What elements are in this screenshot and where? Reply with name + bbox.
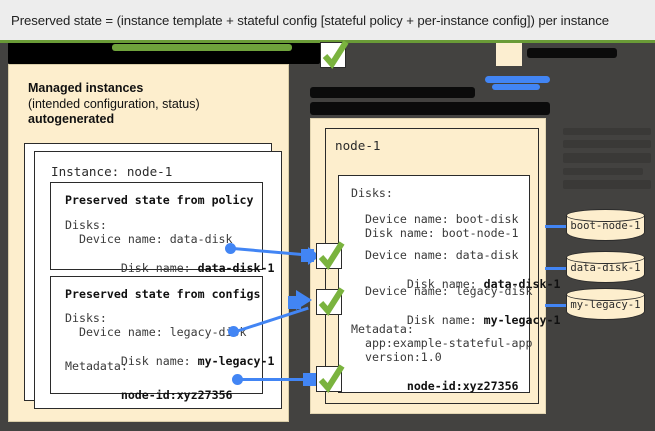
legacy-device-name: Device name: legacy-disk [351,284,533,298]
check-box-node-id [316,364,345,393]
disk-connector-data [545,267,573,270]
metadata-node-id: node-id:xyz27356 [351,364,519,408]
connector-dot-3 [232,374,243,385]
data-disk-name: Disk name: data-disk-1 [351,262,561,306]
legacy-disk-name-prefix: Disk name: [392,312,484,327]
redacted-bar-mid-2 [310,102,550,115]
data-disk-name-value: data-disk-1 [483,276,561,291]
managed-instances-title-line2: (intended configuration, status) [28,96,200,111]
blurred-blue-mark-2 [492,84,540,90]
disk-top [566,288,645,301]
connector-dot-2 [228,326,239,337]
preserved-state-policy-box: Preserved state from policy Disks: Devic… [50,182,274,275]
configs-box-metadata-label: Metadata: [65,359,128,373]
connector-arrowhead-3 [303,373,316,386]
configs-box-disk-name-value: my-legacy-1 [197,353,275,368]
check-box-legend [320,40,349,69]
preserved-state-configs-box: Preserved state from configs Disks: Devi… [50,276,274,402]
disk-label-boot: boot-node-1 [570,220,641,232]
policy-box-disks-label: Disks: [65,218,107,232]
managed-instances-title-line1: Managed instances [28,81,144,95]
boot-disk-name: Disk name: boot-node-1 [351,226,519,240]
managed-instances-title-line3: autogenerated [28,112,115,126]
check-box-data-disk [316,241,345,270]
metadata-app: app:example-stateful-app [351,336,533,350]
metadata-version: version:1.0 [351,350,442,364]
instance-disks-box: Disks: Device name: boot-disk Disk name:… [338,175,560,393]
check-box-legacy-disk [316,287,345,316]
redacted-list-item-5 [563,180,651,189]
blurred-green-underline [112,44,292,51]
configs-box-disk-name: Disk name: my-legacy-1 [65,339,275,383]
disk-top [566,251,645,264]
connector-line-3 [240,378,306,381]
policy-box-disk-name-prefix: Disk name: [106,260,198,275]
configs-box-node-id: node-id:xyz27356 [106,387,233,402]
redacted-list-item-4 [563,168,643,175]
check-icon [322,40,349,69]
data-disk-name-prefix: Disk name: [392,276,484,291]
policy-box-disk-name: Disk name: data-disk-1 [65,246,275,290]
disk-top [566,209,645,222]
redacted-list-item-1 [563,128,651,135]
configs-box-metadata-value: node-id:xyz27356 [65,373,233,417]
redacted-bar-top-right [527,48,617,58]
disk-connector-legacy [545,304,573,307]
check-icon [318,287,345,316]
policy-box-header: Preserved state from policy [65,193,254,207]
policy-box-device-name: Device name: data-disk [65,232,233,246]
green-divider-rule [0,40,655,43]
check-icon [318,241,345,270]
node-label: node-1 [335,138,381,153]
blurred-blue-mark [485,76,550,83]
configs-box-disk-name-prefix: Disk name: [106,353,198,368]
page-title: Preserved state = (instance template + s… [0,0,655,40]
policy-box-disk-name-value: data-disk-1 [197,260,275,275]
blurred-beige-swatch [496,43,522,66]
disk-label-data: data-disk-1 [570,262,641,274]
disk-label-legacy: my-legacy-1 [570,299,641,311]
metadata-label: Metadata: [351,322,414,336]
legacy-disk-name-value: my-legacy-1 [483,312,561,327]
redacted-bar-mid-1 [310,87,475,98]
connector-dot-1 [225,243,236,254]
disks-label: Disks: [351,186,393,200]
disk-cylinder-data: data-disk-1 [566,251,645,284]
instance-label: Instance: node-1 [51,164,173,179]
managed-instances-title: Managed instances (intended configuratio… [28,81,200,128]
configs-box-device-name: Device name: legacy-disk [65,325,247,339]
boot-device-name: Device name: boot-disk [351,212,519,226]
redacted-list-item-2 [563,140,651,148]
legacy-disk-name: Disk name: my-legacy-1 [351,298,561,342]
configs-box-disks-label: Disks: [65,311,107,325]
disk-cylinder-legacy: my-legacy-1 [566,288,645,321]
disk-connector-boot [545,225,573,228]
disk-cylinder-boot: boot-node-1 [566,209,645,242]
data-device-name: Device name: data-disk [351,248,519,262]
redacted-list-item-3 [563,153,651,163]
configs-box-header: Preserved state from configs [65,287,261,301]
connector-arrowhead-2 [288,296,301,309]
check-icon [318,364,345,393]
metadata-node-id-value: node-id:xyz27356 [392,378,519,393]
